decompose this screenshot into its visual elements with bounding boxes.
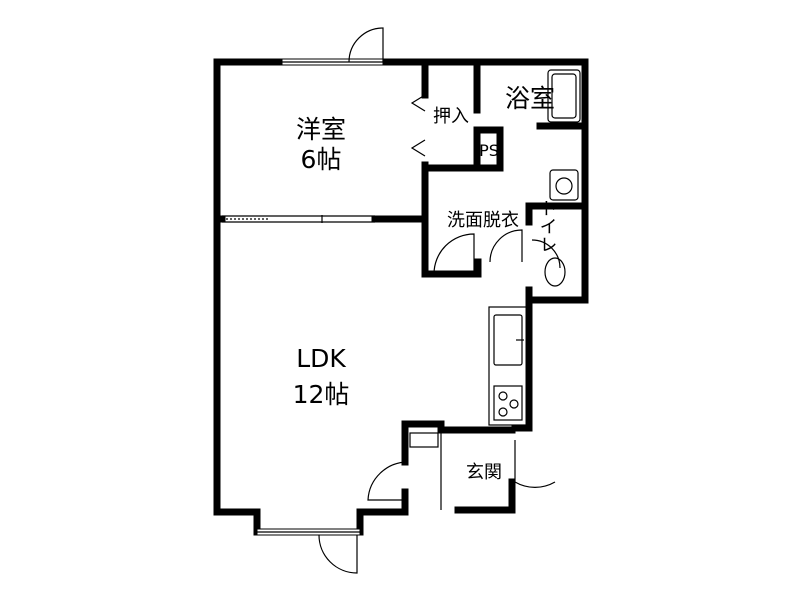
windows bbox=[222, 58, 540, 536]
outer-walls bbox=[213, 58, 589, 536]
doors bbox=[318, 27, 561, 574]
fixtures bbox=[409, 69, 581, 510]
western-room-size: 6帖 bbox=[301, 145, 342, 174]
ldk-name: LDK bbox=[296, 344, 346, 373]
room-labels: 洋室 6帖 押入 浴室 PS 洗面脱衣 トイレ LDK 12帖 玄関 bbox=[293, 84, 558, 483]
ps-label: PS bbox=[479, 141, 499, 160]
closet-label: 押入 bbox=[433, 106, 469, 127]
bath-label: 浴室 bbox=[505, 84, 555, 113]
ldk-size: 12帖 bbox=[293, 380, 350, 409]
western-room-name: 洋室 bbox=[296, 115, 346, 144]
toilet-label: トイレ bbox=[537, 199, 558, 253]
washroom-label: 洗面脱衣 bbox=[447, 210, 519, 231]
interior-walls bbox=[213, 58, 589, 304]
entrance-label: 玄関 bbox=[466, 462, 502, 483]
